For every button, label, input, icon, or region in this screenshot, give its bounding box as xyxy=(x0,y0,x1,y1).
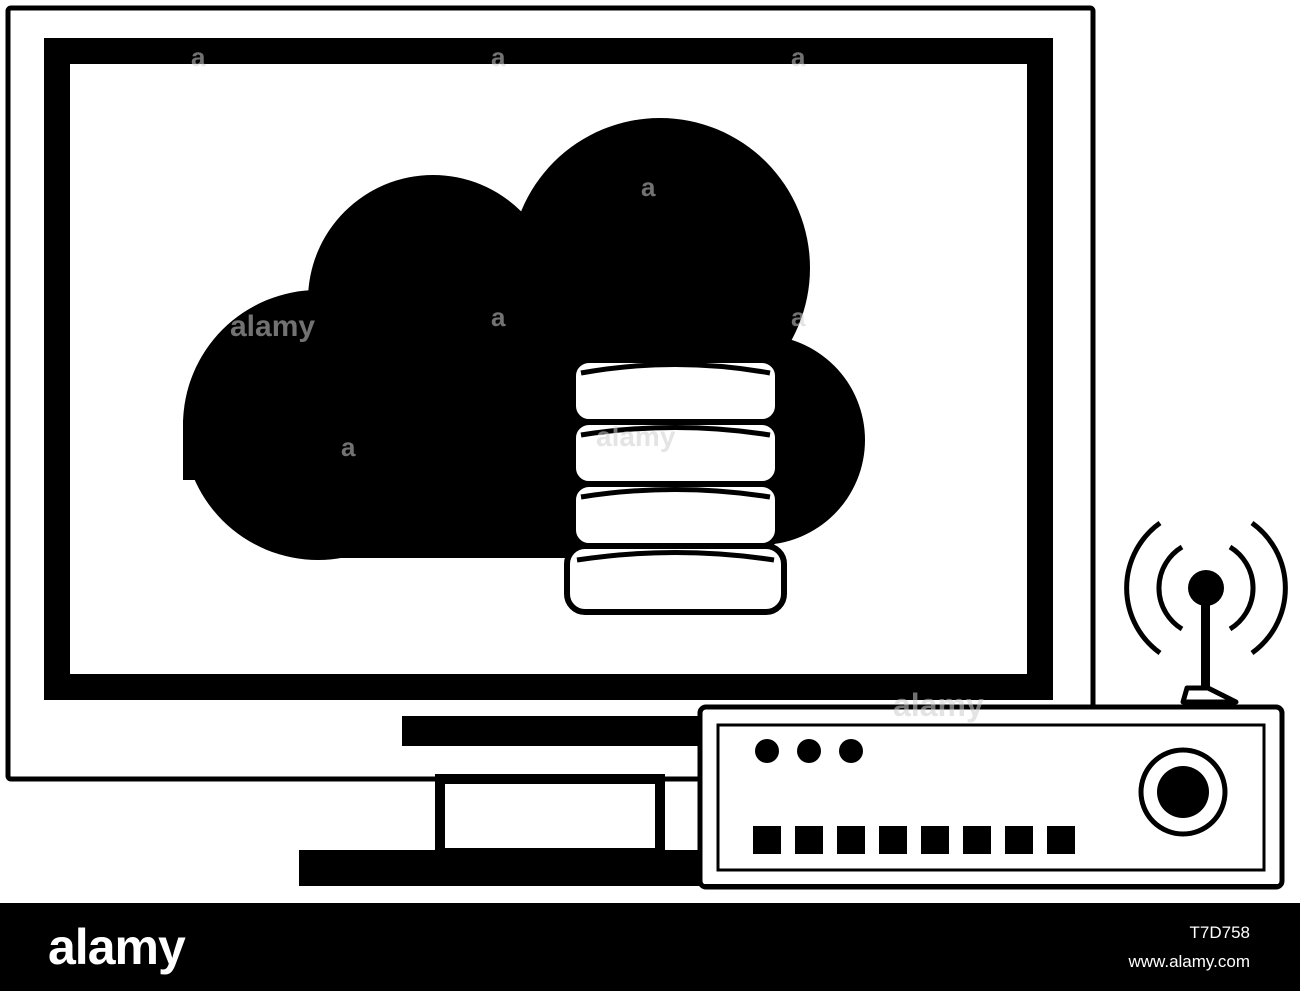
status-light xyxy=(797,739,821,763)
database-disk xyxy=(570,419,781,487)
port-icon xyxy=(963,826,991,854)
image-id: T7D758 xyxy=(1189,923,1250,942)
watermark-letter: a xyxy=(491,302,506,332)
wifi-signal-icon xyxy=(1124,520,1288,656)
dial-icon xyxy=(1138,747,1228,837)
router-icon xyxy=(697,520,1288,890)
watermark-letter: a xyxy=(791,302,806,332)
database-disk xyxy=(570,357,781,425)
watermark-text: alamy xyxy=(230,310,315,343)
port-icon xyxy=(921,826,949,854)
watermark-letter: a xyxy=(491,42,506,72)
watermark-letter: a xyxy=(791,42,806,72)
status-light xyxy=(755,739,779,763)
brand-logo: alamy xyxy=(48,919,186,975)
watermark-text: alamy xyxy=(893,687,984,723)
port-icon xyxy=(1005,826,1033,854)
monitor-stand-neck xyxy=(435,774,665,858)
port-icon xyxy=(795,826,823,854)
database-disk xyxy=(570,481,781,549)
watermark-text: alamy xyxy=(596,421,676,452)
watermark: a a a a a a a alamy alamy alamy xyxy=(191,42,984,723)
database-disk xyxy=(564,543,787,615)
illustration: a a a a a a a alamy alamy alamy xyxy=(5,5,1288,890)
router-ports xyxy=(753,826,1075,854)
watermark-letter: a xyxy=(341,432,356,462)
status-light xyxy=(839,739,863,763)
watermark-letter: a xyxy=(191,42,206,72)
monitor-chin-bar xyxy=(402,716,702,746)
watermark-letter: a xyxy=(641,172,656,202)
port-icon xyxy=(879,826,907,854)
port-icon xyxy=(753,826,781,854)
footer-bar: alamy T7D758 www.alamy.com xyxy=(0,903,1300,991)
database-icon xyxy=(564,357,787,615)
antenna-icon xyxy=(1180,570,1239,705)
port-icon xyxy=(837,826,865,854)
monitor-stand-base xyxy=(299,850,699,886)
site-url: www.alamy.com xyxy=(1128,952,1250,971)
port-icon xyxy=(1047,826,1075,854)
